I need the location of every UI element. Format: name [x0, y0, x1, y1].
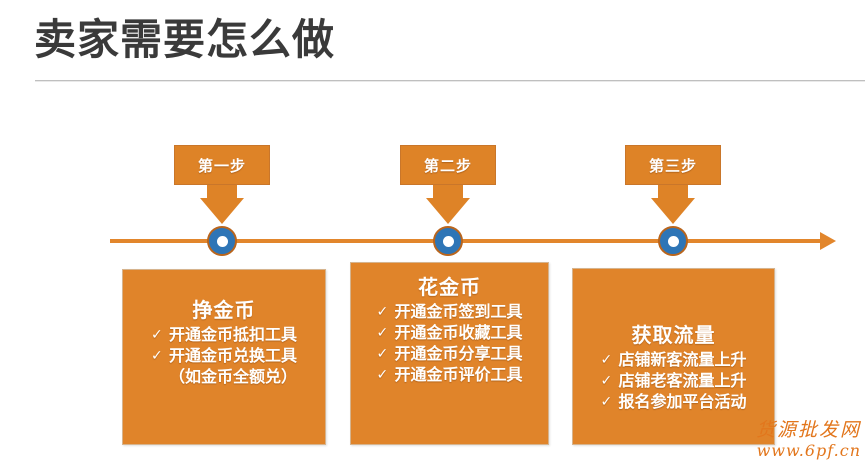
list-item-label: 开通金币评价工具	[394, 367, 523, 385]
step-card-list-3: ✓ 店铺新客流量上升 ✓ 店铺老客流量上升 ✓ 报名参加平台活动	[600, 350, 746, 413]
arrow-down-icon-1	[200, 198, 244, 224]
check-icon: ✓	[600, 372, 613, 389]
step-badge-label-3: 第三步	[648, 157, 697, 175]
page-title: 卖家需要怎么做	[34, 16, 336, 63]
list-item: ✓ 店铺老客流量上升	[600, 371, 746, 392]
timeline-node-hole-1	[216, 235, 228, 247]
list-item: ✓ 开通金币抵扣工具	[151, 325, 297, 346]
step-badge-stem-1	[207, 185, 237, 199]
step-badge-label-2: 第二步	[423, 157, 472, 175]
arrow-down-icon-3	[651, 198, 695, 224]
list-item-label: 开通金币收藏工具	[394, 325, 523, 343]
list-item: ✓ 开通金币兑换工具	[151, 346, 297, 367]
step-badge-3[interactable]: 第三步	[625, 145, 721, 185]
timeline-track	[110, 239, 825, 243]
timeline-node-icon-1[interactable]	[207, 226, 237, 256]
check-icon: ✓	[376, 345, 389, 362]
step-card-2[interactable]: 花金币 ✓ 开通金币签到工具 ✓ 开通金币收藏工具 ✓ 开通金币分享工具 ✓ 开…	[350, 262, 549, 445]
list-item-label: 报名参加平台活动	[618, 394, 747, 412]
step-badge-stem-2	[433, 185, 463, 199]
step-card-title-1: 挣金币	[192, 300, 256, 322]
step-card-list-2: ✓ 开通金币签到工具 ✓ 开通金币收藏工具 ✓ 开通金币分享工具 ✓ 开通金币评…	[376, 302, 522, 386]
list-item: ✓ 店铺新客流量上升	[600, 350, 746, 371]
timeline-node-icon-2[interactable]	[433, 226, 463, 256]
list-item: ✓ 开通金币评价工具	[376, 365, 522, 386]
check-icon: ✓	[376, 303, 389, 319]
check-icon: ✓	[376, 366, 389, 383]
step-card-title-3: 获取流量	[631, 325, 716, 347]
step-card-list-1: ✓ 开通金币抵扣工具 ✓ 开通金币兑换工具 （如金币全额兑）	[151, 325, 297, 388]
check-icon: ✓	[600, 351, 613, 367]
title-divider	[35, 80, 865, 82]
list-item: ✓ 报名参加平台活动	[600, 392, 746, 413]
check-icon: ✓	[150, 326, 163, 342]
check-icon: ✓	[376, 324, 389, 341]
check-icon: ✓	[150, 347, 163, 364]
check-icon: ✓	[600, 393, 613, 410]
list-item-label: 开通金币抵扣工具	[168, 327, 297, 344]
list-item: ✓ 开通金币收藏工具	[376, 323, 522, 344]
list-item-label: 店铺老客流量上升	[618, 373, 747, 391]
step-card-3[interactable]: 获取流量 ✓ 店铺新客流量上升 ✓ 店铺老客流量上升 ✓ 报名参加平台活动	[572, 268, 775, 445]
list-item: ✓ 开通金币分享工具	[376, 344, 522, 365]
list-item-label: 开通金币分享工具	[394, 346, 523, 364]
list-item-label: 开通金币签到工具	[394, 304, 523, 321]
arrow-right-icon	[820, 232, 836, 250]
timeline-node-hole-3	[667, 235, 679, 247]
step-badge-2[interactable]: 第二步	[400, 145, 496, 185]
step-card-1[interactable]: 挣金币 ✓ 开通金币抵扣工具 ✓ 开通金币兑换工具 （如金币全额兑）	[122, 269, 326, 445]
list-item-label: 店铺新客流量上升	[618, 352, 747, 369]
arrow-down-icon-2	[426, 198, 470, 224]
step-badge-stem-3	[658, 185, 688, 199]
timeline-node-hole-2	[442, 235, 454, 247]
list-item: ✓ 开通金币签到工具	[376, 302, 522, 323]
list-item-label: （如金币全额兑）	[168, 369, 297, 387]
timeline-node-icon-3[interactable]	[658, 226, 688, 256]
list-item-label: 开通金币兑换工具	[168, 348, 297, 366]
step-badge-1[interactable]: 第一步	[174, 145, 270, 185]
step-badge-label-1: 第一步	[197, 157, 246, 175]
step-card-title-2: 花金币	[418, 277, 481, 299]
list-item: （如金币全额兑）	[151, 367, 297, 388]
